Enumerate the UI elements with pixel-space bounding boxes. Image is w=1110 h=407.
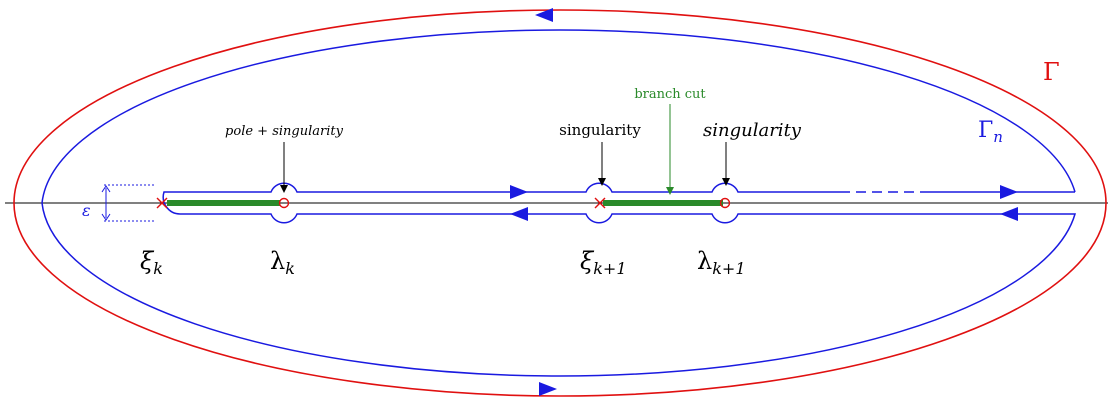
xi-k-label: ξk (140, 247, 163, 278)
epsilon-label: ε (82, 201, 91, 220)
arrow-lower-1 (510, 207, 528, 221)
xi-k1-base: ξ (580, 247, 595, 275)
xi-k-sub: k (153, 259, 163, 278)
big-gamma-label: Γ (1043, 58, 1060, 86)
xi-k1-sub: k+1 (593, 259, 626, 278)
pole-singularity-label: pole + singularity (225, 124, 344, 139)
inner-contour-gamma-n (41, 29, 1077, 377)
lambda-k1-base: λ (697, 247, 712, 275)
cross-marker-xi-k1 (594, 197, 606, 209)
arrow-lower-2 (1000, 207, 1018, 221)
pointer-singularity-upright (598, 142, 606, 186)
singularity-italic-label: singularity (703, 120, 802, 141)
lambda-k1-label: λk+1 (697, 247, 746, 278)
gamma-n-label: Γn (978, 118, 1003, 146)
xi-k-base: ξ (140, 247, 155, 275)
pointer-pole-singularity (280, 142, 288, 193)
cross-marker-xi-k (156, 197, 168, 209)
singularity-upright-label: singularity (559, 121, 641, 139)
pointer-singularity-italic (722, 142, 730, 186)
arrow-bottom-right (539, 382, 557, 396)
arrow-upper-1 (510, 185, 528, 199)
arrow-top-left (535, 8, 553, 22)
lambda-k-label: λk (270, 247, 295, 278)
outer-contour-gamma (13, 9, 1107, 397)
epsilon-arrow-head-bottom (101, 213, 111, 221)
arrow-upper-2 (1000, 185, 1018, 199)
lambda-k-base: λ (270, 247, 285, 275)
lambda-k-sub: k (285, 259, 295, 278)
gamma-n-base: Γ (978, 118, 993, 143)
branch-cut-label: branch cut (634, 87, 706, 102)
epsilon-arrow-head-top (101, 185, 111, 193)
xi-k1-label: ξk+1 (580, 247, 627, 278)
circle-marker-lambda-k (278, 197, 290, 209)
pointer-branch-cut (666, 104, 674, 195)
circle-marker-lambda-k1 (719, 197, 731, 209)
gamma-n-sub: n (993, 128, 1003, 146)
lambda-k1-sub: k+1 (712, 259, 745, 278)
